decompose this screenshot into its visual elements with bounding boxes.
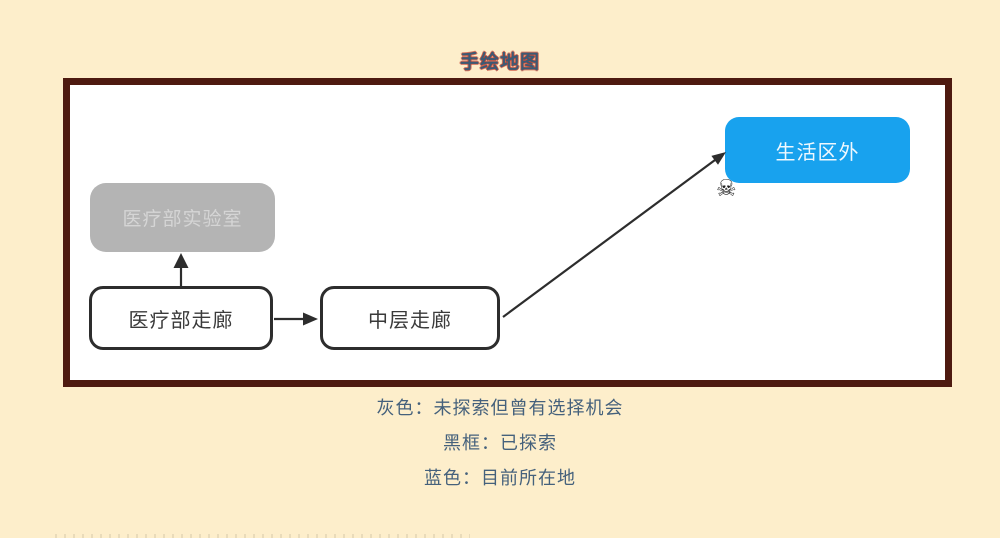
legend-line-current: 蓝色：目前所在地: [424, 468, 576, 488]
legend-line-explored: 黑框：已探索: [443, 433, 557, 453]
map-legend: 灰色：未探索但曾有选择机会 黑框：已探索 蓝色：目前所在地: [0, 391, 1000, 496]
map-node-outside-living-area: 生活区外: [725, 117, 910, 183]
map-node-mid-level-corridor: 中层走廊: [320, 286, 500, 350]
skull-icon: ☠: [716, 176, 737, 202]
legend-line-unexplored: 灰色：未探索但曾有选择机会: [376, 398, 624, 418]
map-node-label: 医疗部实验室: [122, 209, 243, 230]
map-node-label: 生活区外: [775, 141, 860, 164]
map-node-label: 中层走廊: [368, 309, 452, 332]
page-title: 手绘地图: [459, 52, 540, 73]
map-node-medical-lab: 医疗部实验室: [90, 183, 275, 252]
map-node-medical-corridor: 医疗部走廊: [89, 286, 273, 350]
clipped-text-remnant: [55, 534, 470, 538]
map-node-label: 医疗部走廊: [128, 309, 234, 332]
